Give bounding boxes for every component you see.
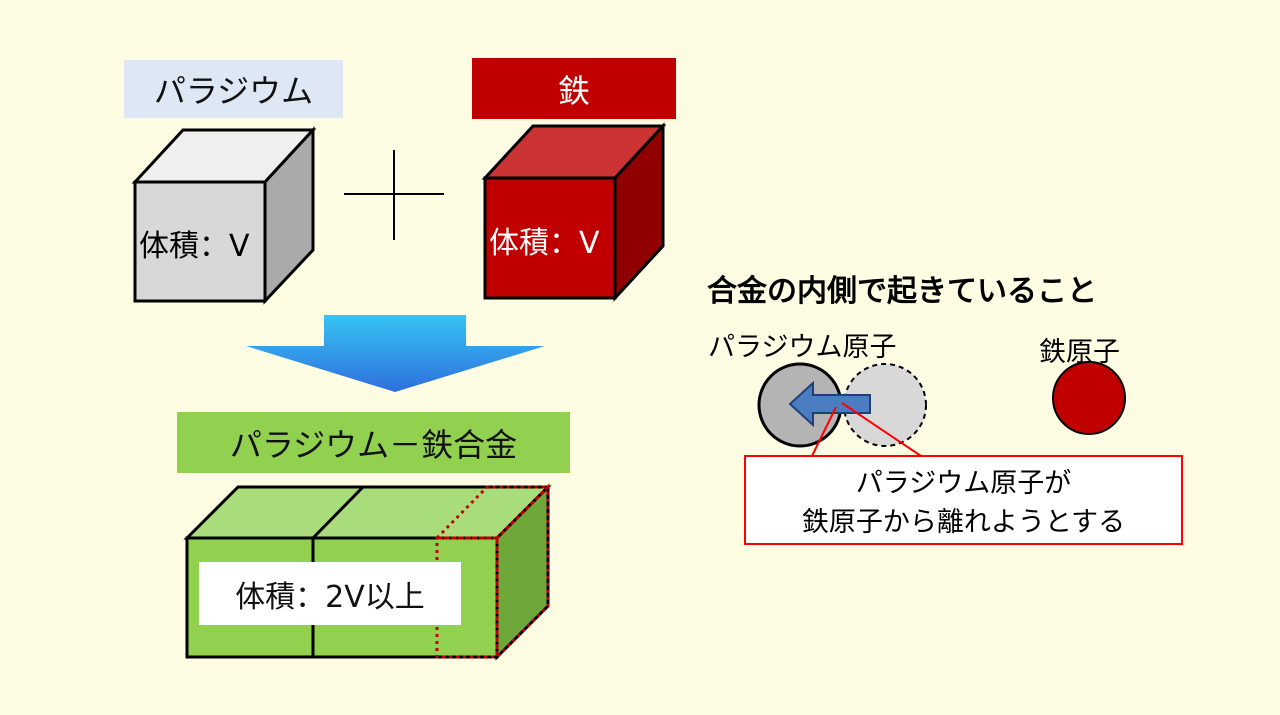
callout-pointer [811, 402, 922, 457]
alloy-label: パラジウム－鉄合金 [177, 412, 570, 473]
callout-text-line2: 鉄原子から離れようとする [801, 507, 1126, 538]
alloy-volume-label: 体積：2V以上 [199, 562, 461, 625]
palladium-label: パラジウム [124, 60, 343, 118]
iron-label: 鉄 [472, 58, 676, 119]
iron-atom [1052, 361, 1126, 435]
callout-box [744, 455, 1183, 545]
palladium-volume-label: 体積：V [139, 229, 250, 264]
callout-text-line1: パラジウム原子が [855, 468, 1072, 499]
palladium-atom-label: パラジウム原子 [708, 332, 897, 363]
iron-cube [481, 122, 667, 302]
palladium-cube [131, 126, 317, 305]
iron-atom-label: 鉄原子 [1039, 337, 1120, 368]
iron-volume-label: 体積：V [489, 226, 600, 261]
plus-sign-icon [344, 150, 444, 240]
inside-title: 合金の内側で起きていること [707, 274, 1097, 309]
expansion-dotted-outline [433, 483, 552, 661]
atom-left-arrow-icon [788, 380, 871, 428]
down-arrow-icon [246, 315, 545, 392]
